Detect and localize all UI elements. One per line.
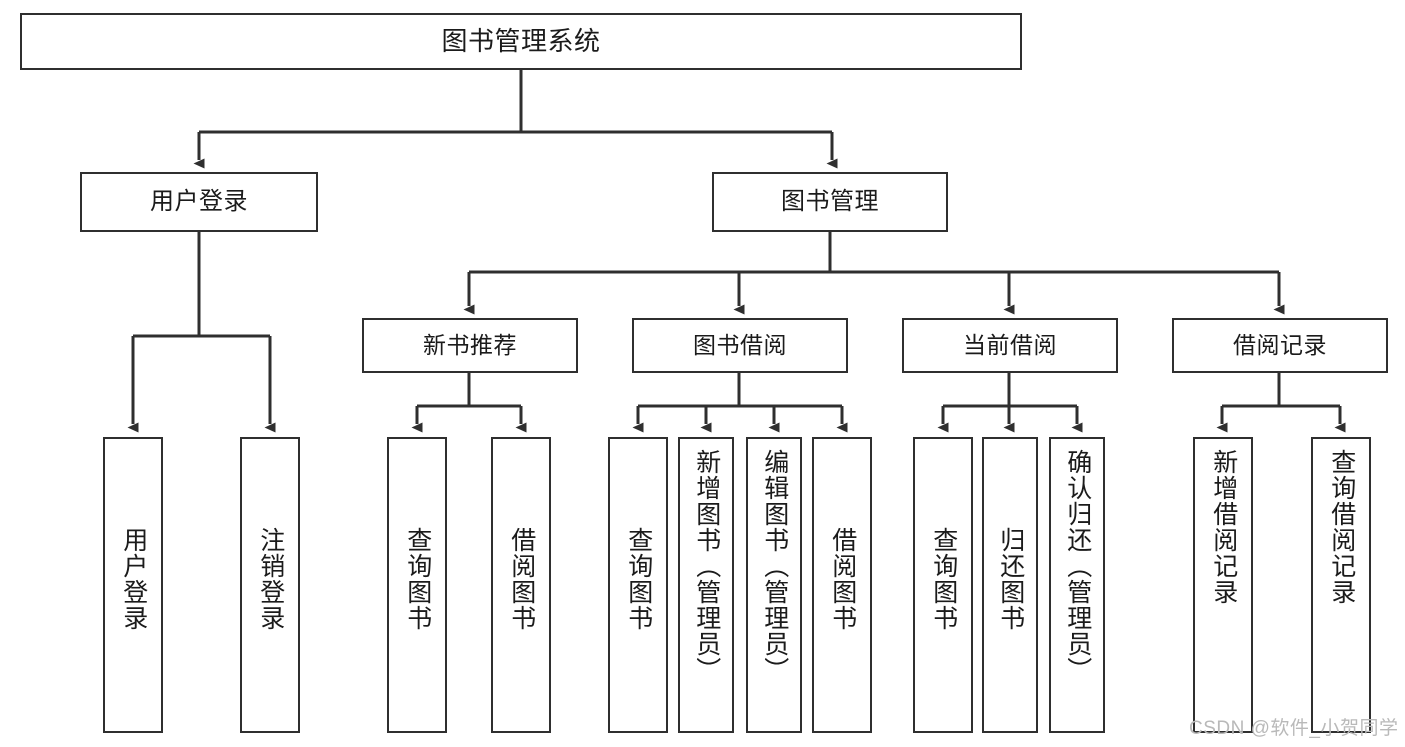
node-label: 借阅图书 [507,527,536,631]
node-label: 查询图书 [929,527,958,631]
leaf-current-confirm-return-admin[interactable]: 确认归还（管理员） [1049,437,1105,733]
node-label: 新增图书（管理员） [692,449,721,683]
node-new-book-recommend[interactable]: 新书推荐 [362,318,578,373]
node-label: 用户登录 [119,527,148,631]
node-label: 用户登录 [150,187,248,215]
node-label: 图书管理 [781,187,879,215]
leaf-record-add-record[interactable]: 新增借阅记录 [1193,437,1253,733]
leaf-recommend-borrow-book[interactable]: 借阅图书 [491,437,551,733]
leaf-record-query-record[interactable]: 查询借阅记录 [1311,437,1371,733]
leaf-user-login-login[interactable]: 用户登录 [103,437,163,733]
node-current-borrow[interactable]: 当前借阅 [902,318,1118,373]
leaf-borrow-edit-book-admin[interactable]: 编辑图书（管理员） [746,437,802,733]
node-label: 注销登录 [256,527,285,631]
node-label: 新增借阅记录 [1209,449,1238,605]
node-label: 新书推荐 [423,331,517,358]
leaf-current-query-book[interactable]: 查询图书 [913,437,973,733]
node-label: 查询图书 [403,527,432,631]
node-label: 借阅图书 [828,527,857,631]
node-book-management[interactable]: 图书管理 [712,172,948,232]
node-user-login[interactable]: 用户登录 [80,172,318,232]
watermark-text: CSDN @软件_小贺同学 [1189,718,1399,739]
node-label: 图书管理系统 [441,25,601,56]
leaf-borrow-query-book[interactable]: 查询图书 [608,437,668,733]
node-label: 查询借阅记录 [1327,449,1356,605]
leaf-borrow-borrow-book[interactable]: 借阅图书 [812,437,872,733]
leaf-current-return-book[interactable]: 归还图书 [982,437,1038,733]
node-borrow-record[interactable]: 借阅记录 [1172,318,1388,373]
node-label: 当前借阅 [963,331,1057,358]
node-label: 借阅记录 [1233,331,1327,358]
node-label: 归还图书 [996,527,1025,631]
leaf-recommend-query-book[interactable]: 查询图书 [387,437,447,733]
leaf-user-login-logout[interactable]: 注销登录 [240,437,300,733]
node-label: 确认归还（管理员） [1063,449,1092,683]
leaf-borrow-add-book-admin[interactable]: 新增图书（管理员） [678,437,734,733]
node-book-borrow[interactable]: 图书借阅 [632,318,848,373]
node-label: 查询图书 [624,527,653,631]
node-label: 编辑图书（管理员） [760,449,789,683]
node-label: 图书借阅 [693,331,787,358]
node-root-system[interactable]: 图书管理系统 [20,13,1022,70]
